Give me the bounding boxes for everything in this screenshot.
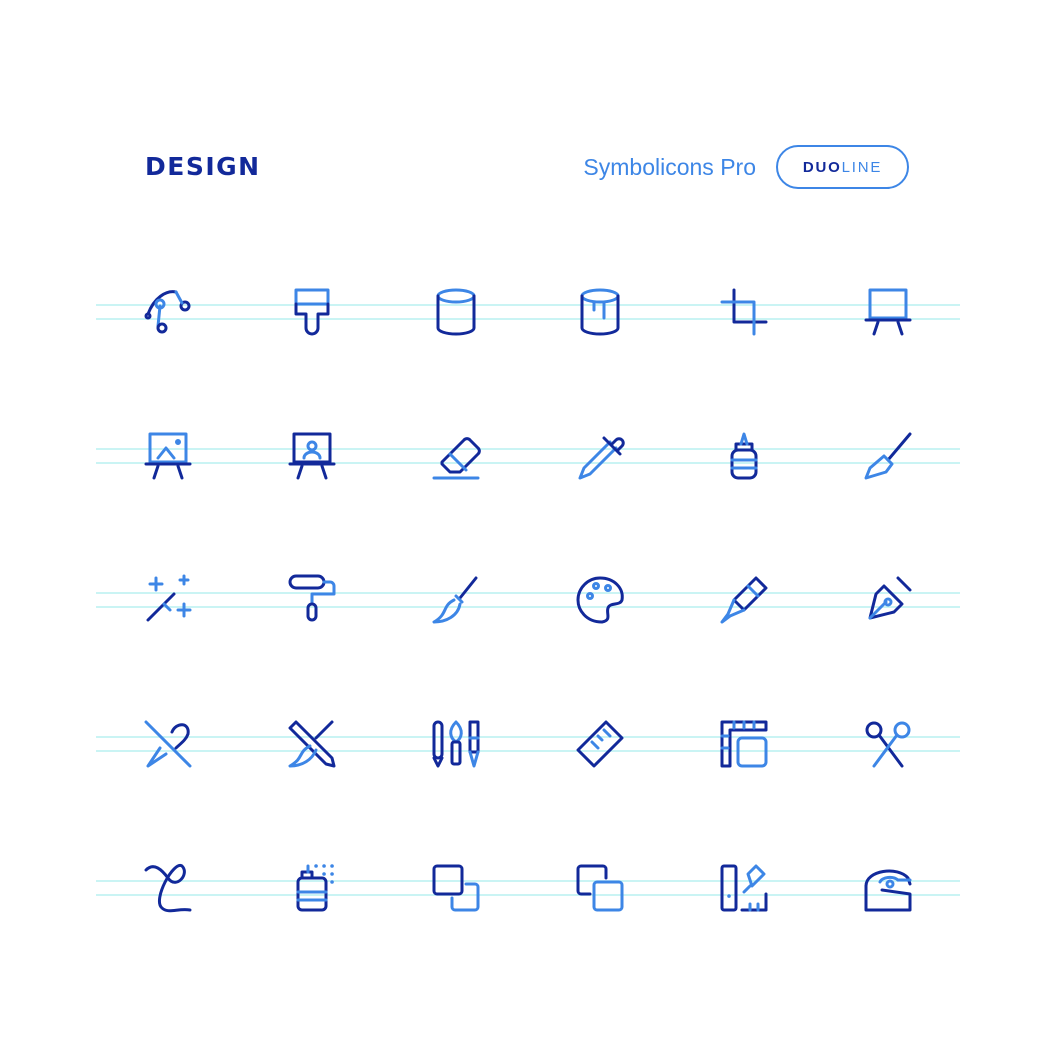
- page-title: DESIGN: [145, 152, 261, 181]
- tape-dispenser-icon: [864, 869, 912, 912]
- brush-icon: [432, 576, 478, 624]
- scalpel-icon: [864, 432, 912, 480]
- paint-can-dripping-icon: [580, 288, 620, 336]
- marker-icon: [720, 576, 768, 624]
- palette-icon: [576, 576, 624, 624]
- pen-nib-icon: [868, 576, 912, 620]
- glue-bottle-icon: [730, 432, 758, 480]
- badge-primary-text: DUO: [802, 158, 842, 176]
- guide-lines: [96, 304, 960, 896]
- magic-wand-icon: [146, 574, 192, 622]
- spray-can-icon: [296, 864, 334, 912]
- pen-crossed-icon: [144, 720, 192, 768]
- eyedropper-icon: [578, 436, 625, 480]
- easel-icon: [864, 288, 912, 336]
- pencil-brush-crossed-icon: [288, 720, 336, 768]
- ruler-icon: [576, 720, 624, 768]
- badge-secondary-text: LINE: [841, 158, 883, 176]
- paint-brush-icon: [294, 288, 330, 336]
- scissors-icon: [865, 721, 911, 768]
- paint-can-icon: [436, 288, 476, 336]
- layout-ruler-icon: [720, 720, 768, 768]
- curve-icon: [144, 864, 192, 913]
- eraser-icon: [432, 437, 481, 480]
- layers-back-icon: [576, 864, 624, 912]
- layers-front-icon: [432, 864, 480, 912]
- ruler-pencil-icon: [720, 864, 768, 912]
- brand-name: Symbolicons Pro: [583, 154, 756, 180]
- easel-portrait-icon: [288, 432, 336, 480]
- paint-roller-icon: [288, 574, 336, 622]
- art-tools-icon: [432, 720, 480, 768]
- easel-landscape-icon: [144, 432, 192, 480]
- bezier-curve-icon: [144, 290, 191, 334]
- crop-icon: [720, 288, 768, 336]
